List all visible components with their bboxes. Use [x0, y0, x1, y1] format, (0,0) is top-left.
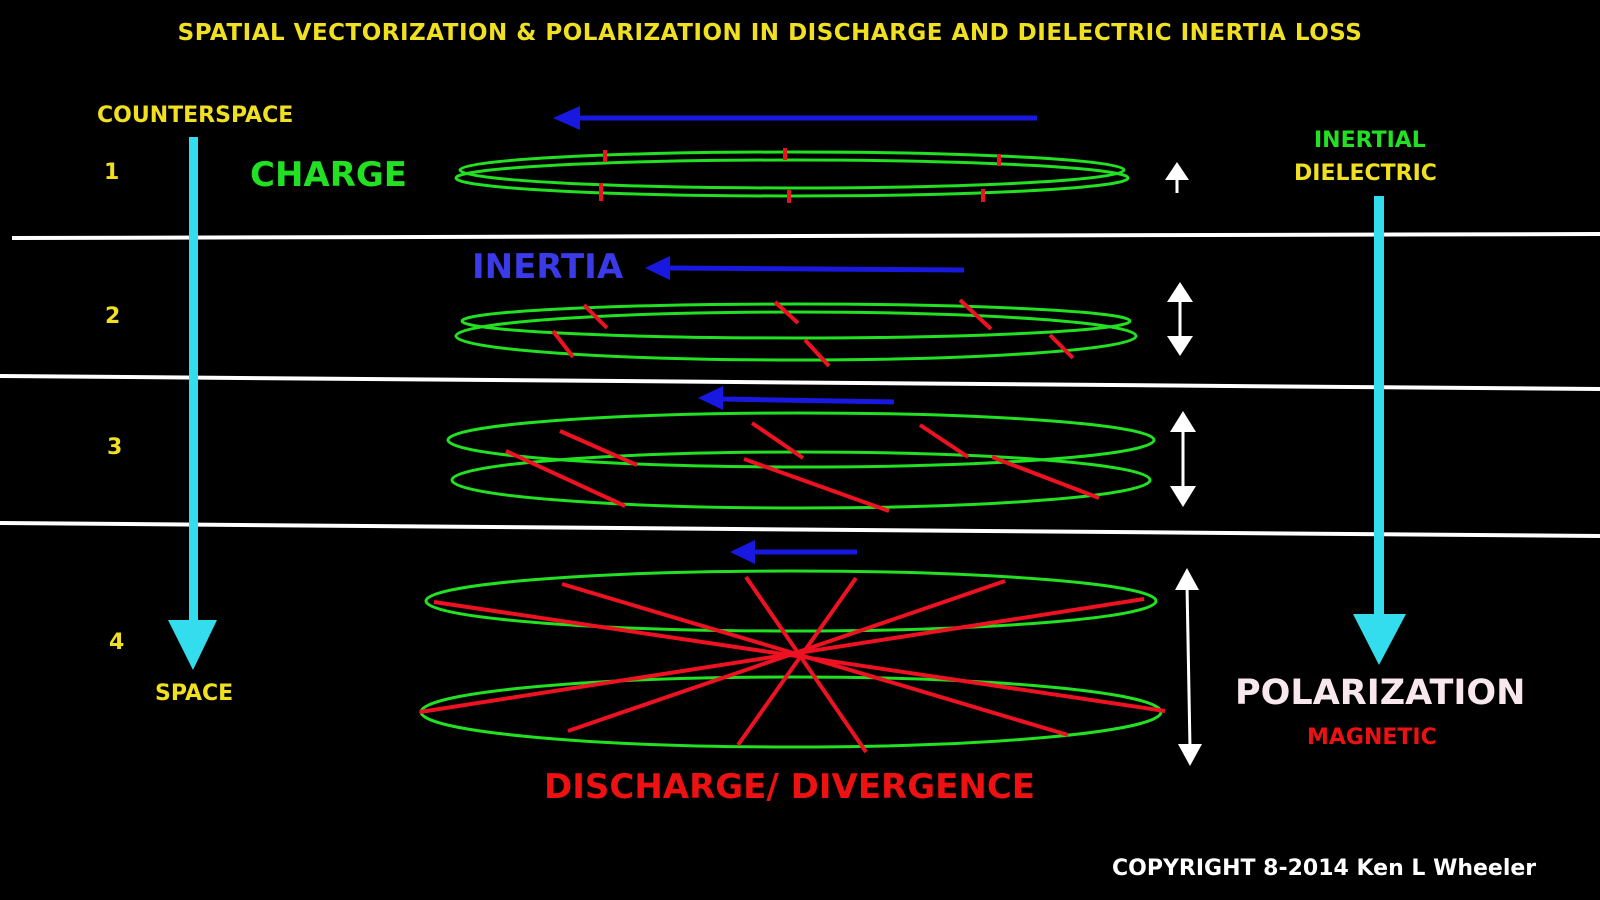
amplitude-arrow-4 [1175, 568, 1202, 766]
separator-line-1 [11, 232, 1600, 240]
divergence-vectors [419, 575, 1166, 754]
row-number-2: 2 [105, 304, 121, 329]
copyright-notice: COPYRIGHT 8-2014 Ken L Wheeler [1112, 856, 1537, 881]
separator-line-3 [0, 521, 1600, 538]
charge-rings [454, 148, 1130, 203]
space-label: SPACE [155, 681, 234, 706]
separator-line-2 [0, 374, 1600, 391]
flow-arrow-1 [553, 106, 1037, 130]
amplitude-arrow-3 [1170, 411, 1196, 507]
left-space-arrow [168, 137, 217, 670]
row-number-4: 4 [109, 630, 125, 655]
inertia-rings [454, 298, 1138, 368]
flow-arrow-4 [730, 540, 857, 564]
row-number-1: 1 [104, 160, 120, 185]
polarization-label: POLARIZATION [1235, 673, 1526, 713]
flow-arrow-2 [645, 256, 965, 280]
row-separators [0, 232, 1600, 538]
row-number-3: 3 [107, 435, 123, 460]
discharge-rings [419, 569, 1166, 754]
amplitude-arrow-1 [1165, 162, 1189, 193]
charge-label: CHARGE [250, 155, 408, 195]
inertia-label: INERTIA [472, 247, 624, 287]
inertial-label: INERTIAL [1314, 128, 1426, 153]
dielectric-label: DIELECTRIC [1294, 161, 1437, 186]
magnetic-label: MAGNETIC [1307, 725, 1437, 750]
discharge-divergence-label: DISCHARGE/ DIVERGENCE [544, 767, 1036, 807]
right-polarization-arrow [1353, 196, 1406, 665]
counterspace-label: COUNTERSPACE [97, 103, 294, 128]
row3-rings [446, 411, 1156, 513]
amplitude-arrow-2 [1167, 282, 1193, 356]
flow-arrow-3 [698, 386, 895, 410]
diagram-title: SPATIAL VECTORIZATION & POLARIZATION IN … [177, 20, 1363, 46]
